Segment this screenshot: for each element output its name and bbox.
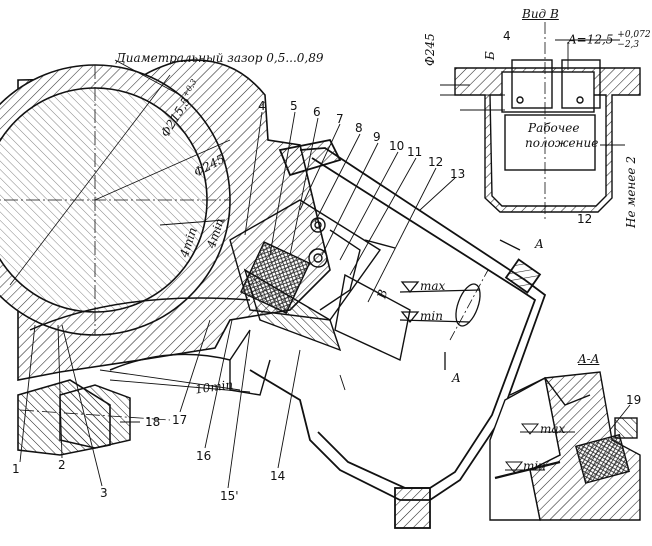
view-b-title: Вид В: [522, 7, 559, 21]
level-min-main: min: [420, 309, 443, 323]
view-b-dim-245: Φ245: [423, 33, 437, 66]
view-b-working-l1: Рабочее: [528, 121, 580, 135]
callout-9: 9: [373, 130, 381, 144]
view-b-dim-a: A=12,5 +0,072 −2,3: [568, 30, 651, 50]
callout-2: 2: [58, 458, 66, 472]
callout-7: 7: [336, 112, 344, 126]
view-b-callout-12: 12: [577, 212, 593, 226]
level-max-main: max: [420, 279, 446, 293]
callout-17: 17: [172, 413, 188, 427]
callout-8: 8: [355, 121, 363, 135]
section-mark-a-bottom: A: [452, 371, 461, 385]
brush-holder: [229, 199, 411, 396]
callout-18: 18: [145, 415, 161, 429]
view-b-dim-a-formula: A=12,5: [568, 32, 614, 47]
callout-4: 4: [258, 99, 266, 113]
dimension-lines: [99, 59, 346, 393]
callout-16: 16: [196, 449, 212, 463]
view-b-dim-a-tol-upper: +0,072: [617, 30, 651, 40]
bolt-18: [19, 384, 171, 449]
oil-level-marks: [399, 239, 521, 370]
section-mark-a-top: A: [535, 237, 544, 251]
view-b: [440, 22, 641, 220]
lower-cavity: [29, 297, 251, 371]
gap-note: Диаметральный зазор 0,5...0,89: [116, 51, 324, 65]
section-aa-level-max: max: [540, 422, 566, 436]
callout-15: 15': [220, 489, 239, 503]
callout-11: 11: [407, 145, 423, 159]
view-b-min-note: Не менее 2: [624, 156, 638, 228]
callout-6: 6: [313, 105, 321, 119]
callout-13: 13: [450, 167, 466, 181]
section-aa-title: A-A: [578, 352, 600, 366]
view-b-dim-b: Б: [483, 51, 497, 60]
view-b-dim-a-tol-lower: −2,3: [617, 40, 640, 50]
callout-5: 5: [290, 99, 298, 113]
callout-12: 12: [428, 155, 444, 169]
section-aa-level-min: min: [523, 459, 546, 473]
callout-3: 3: [100, 486, 108, 500]
callout-14: 14: [270, 469, 286, 483]
view-b-callout-4: 4: [503, 29, 511, 43]
section-aa: [489, 371, 641, 521]
section-aa-callout-19: 19: [626, 393, 642, 407]
callout-10: 10: [389, 139, 405, 153]
callout-leaders: [19, 111, 456, 489]
view-b-working-l2: положение: [525, 136, 599, 150]
callout-1: 1: [12, 462, 20, 476]
main-bore: [0, 64, 231, 336]
